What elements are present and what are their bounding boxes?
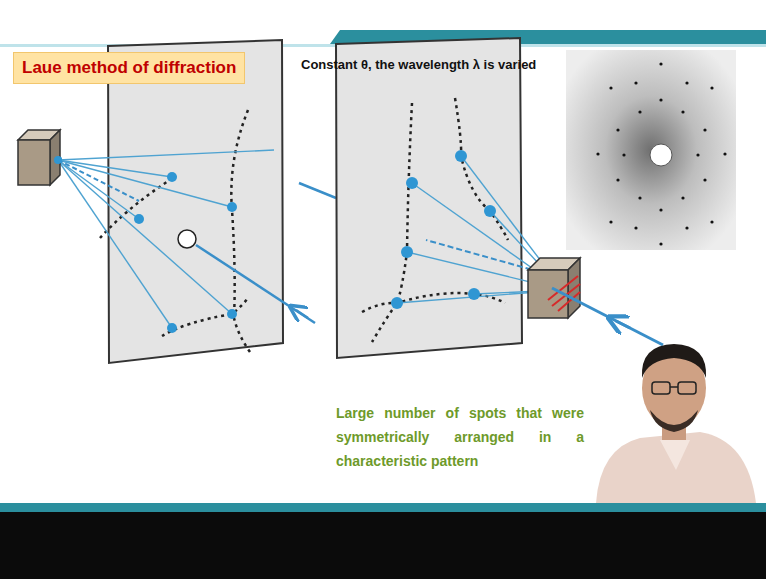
crystal-cube <box>18 130 62 185</box>
footer-bar <box>0 503 766 579</box>
slide-title: Laue method of diffraction <box>13 52 245 84</box>
observation-note: Large number of spots that were symmetri… <box>336 401 584 473</box>
laue-pattern <box>566 50 736 250</box>
condition-note: Constant θ, the wavelength λ is varied <box>301 56 551 74</box>
presenter-figure <box>596 344 756 503</box>
crystal-cube <box>528 258 663 345</box>
beam-line <box>299 183 336 198</box>
title-text: Laue method of diffraction <box>22 58 236 77</box>
left-screen <box>54 40 315 363</box>
